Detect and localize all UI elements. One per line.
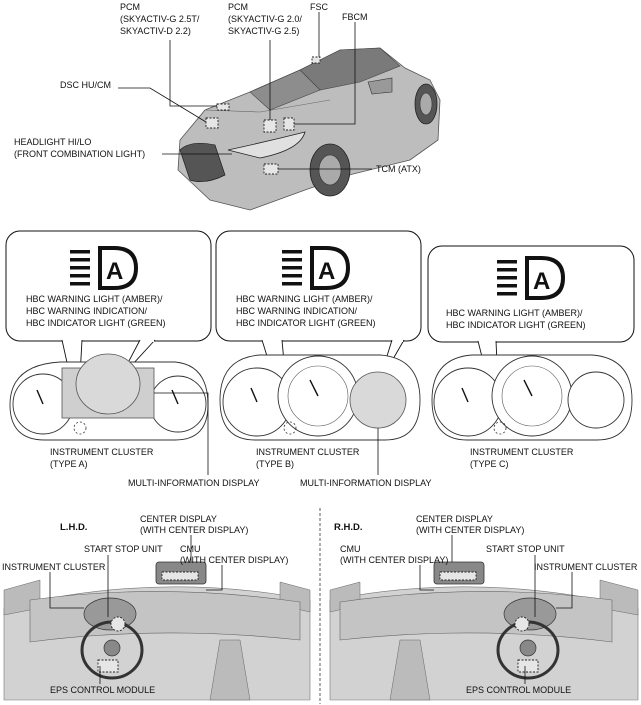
mid-label-a: MULTI-INFORMATION DISPLAY (128, 478, 260, 488)
instrument-cluster-type-a (9, 353, 209, 441)
bubble-a-text: HBC WARNING LIGHT (AMBER)/ HBC WARNING I… (26, 294, 166, 328)
hbc-symbol-icon: A (70, 246, 139, 290)
fbcm-label: FBCM (342, 12, 368, 22)
rhd-instrument-label: INSTRUMENT CLUSTER (534, 562, 638, 572)
lhd-title: L.H.D. (60, 522, 87, 533)
pcm-sky-g20-label: PCM (SKYACTIV-G 2.0/ SKYACTIV-G 2.5) (228, 2, 304, 36)
rhd-cmu-label: CMU (WITH CENTER DISPLAY) (340, 544, 448, 565)
svg-text:A: A (318, 258, 335, 285)
fsc-label: FSC (310, 2, 329, 12)
rhd-start-stop-label: START STOP UNIT (486, 544, 565, 554)
svg-text:A: A (533, 268, 550, 295)
vehicle-illustration (177, 47, 441, 211)
cluster-type-c-label: INSTRUMENT CLUSTER (TYPE C) (470, 447, 576, 469)
cluster-type-a-label: INSTRUMENT CLUSTER (TYPE A) (50, 447, 156, 469)
bubble-c-text: HBC WARNING LIGHT (AMBER)/ HBC INDICATOR… (446, 308, 586, 330)
hbc-symbol-icon: A (282, 246, 351, 290)
lhd-start-stop-label: START STOP UNIT (84, 544, 163, 554)
dsc-hu-cm-label: DSC HU/CM (60, 80, 111, 90)
headlight-label: HEADLIGHT HI/LO (FRONT COMBINATION LIGHT… (14, 137, 145, 159)
hbc-symbol-icon: A (497, 256, 566, 300)
cluster-type-b-label: INSTRUMENT CLUSTER (TYPE B) (256, 447, 362, 469)
lhd-instrument-label: INSTRUMENT CLUSTER (2, 562, 106, 572)
rhd-center-display-label: CENTER DISPLAY (WITH CENTER DISPLAY) (416, 514, 524, 535)
lhd-center-display-label: CENTER DISPLAY (WITH CENTER DISPLAY) (140, 514, 248, 535)
pcm-sky-g25t-label: PCM (SKYACTIV-G 2.5T/ SKYACTIV-D 2.2) (120, 2, 202, 36)
mid-label-b: MULTI-INFORMATION DISPLAY (300, 478, 432, 488)
rhd-title: R.H.D. (334, 522, 363, 533)
bubble-type-b: A HBC WARNING LIGHT (AMBER)/ HBC WARNING… (215, 230, 422, 431)
bubble-b-text: HBC WARNING LIGHT (AMBER)/ HBC WARNING I… (236, 294, 376, 328)
top-leader-lines (118, 12, 372, 170)
rhd-eps-label: EPS CONTROL MODULE (466, 685, 571, 695)
bubble-type-a: A HBC WARNING LIGHT (AMBER)/ HBC WARNING… (5, 230, 212, 413)
tcm-atx-label: TCM (ATX) (376, 164, 421, 174)
lhd-eps-label: EPS CONTROL MODULE (50, 685, 155, 695)
svg-text:A: A (106, 258, 123, 285)
dashboard-rhd (329, 561, 639, 701)
instrument-cluster-type-c (431, 354, 633, 441)
lhd-cmu-label: CMU (WITH CENTER DISPLAY) (180, 544, 288, 565)
dashboard-lhd (3, 561, 311, 701)
instrument-cluster-type-b (219, 354, 421, 441)
